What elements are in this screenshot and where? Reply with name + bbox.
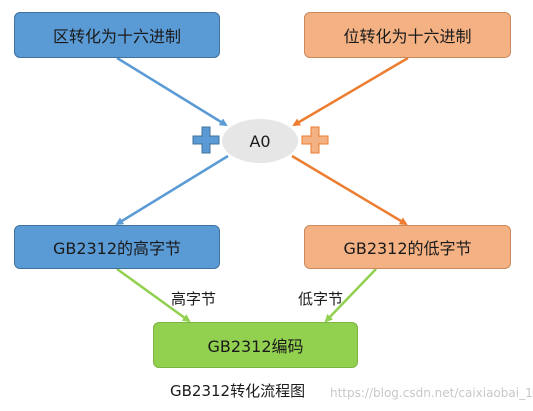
node-low-byte-label: GB2312的低字节 (343, 239, 472, 258)
node-quwei-hex: 区转化为十六进制 (14, 12, 220, 58)
node-gb2312-code: GB2312编码 (153, 322, 358, 368)
arrow-a0-to-high (115, 154, 229, 226)
node-a0-label: A0 (249, 131, 271, 151)
arrow-high-to-code (116, 267, 191, 323)
node-quwei-hex-label: 区转化为十六进制 (52, 27, 181, 46)
node-gb2312-code-label: GB2312编码 (207, 337, 304, 356)
arrow-quwei-to-a0 (116, 56, 228, 127)
diagram-caption: GB2312转化流程图 (170, 382, 306, 400)
node-high-byte: GB2312的高字节 (14, 225, 220, 269)
edge-label-low: 低字节 (298, 290, 344, 308)
plus-icon-blue (192, 126, 220, 154)
arrow-weiwei-to-a0 (292, 56, 409, 127)
node-weiwei-hex: 位转化为十六进制 (304, 12, 511, 58)
node-weiwei-hex-label: 位转化为十六进制 (343, 27, 472, 46)
arrow-low-to-code (324, 268, 377, 323)
node-low-byte: GB2312的低字节 (304, 225, 511, 269)
watermark: https://blog.csdn.net/caixiaobai_1 (330, 386, 533, 400)
node-high-byte-label: GB2312的高字节 (52, 239, 182, 258)
edge-label-high: 高字节 (171, 290, 217, 308)
node-a0: A0 (222, 119, 298, 163)
arrow-a0-to-low (291, 154, 408, 226)
plus-icon-orange (301, 126, 329, 154)
